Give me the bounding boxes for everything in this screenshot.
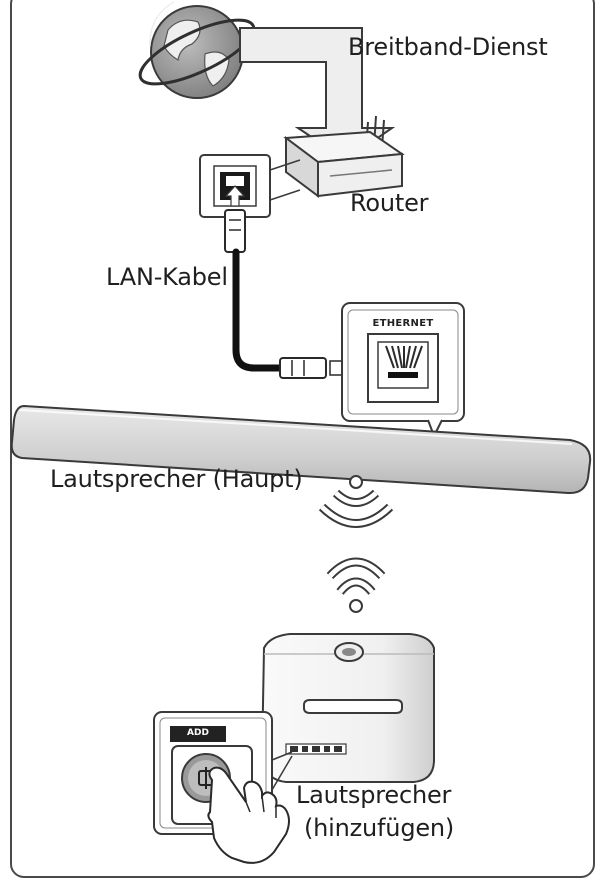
ethernet-port-callout bbox=[341, 302, 465, 439]
add-button-label: ADD bbox=[187, 728, 209, 738]
router-lan-port-callout bbox=[199, 154, 301, 218]
wireless-signal-to-added-icon bbox=[326, 557, 386, 613]
router-label: Router bbox=[350, 189, 429, 217]
ethernet-port-label: ETHERNET bbox=[372, 318, 434, 329]
lan-cable bbox=[224, 209, 357, 384]
pointing-hand-icon bbox=[207, 766, 290, 864]
added-speaker-label-line2: (hinzufügen) bbox=[304, 814, 455, 842]
added-speaker-label-line1: Lautsprecher bbox=[296, 781, 452, 809]
added-speaker-device bbox=[260, 633, 435, 783]
router-device bbox=[283, 115, 405, 198]
lan-cable-label: LAN-Kabel bbox=[106, 263, 228, 291]
broadband-service-label: Breitband-Dienst bbox=[348, 33, 548, 61]
wireless-signal-from-main-icon bbox=[318, 475, 394, 528]
main-speaker-label: Lautsprecher (Haupt) bbox=[50, 465, 303, 493]
globe-icon bbox=[138, 1, 256, 99]
diagram-frame bbox=[10, 0, 595, 878]
main-speaker-soundbar bbox=[10, 404, 592, 495]
